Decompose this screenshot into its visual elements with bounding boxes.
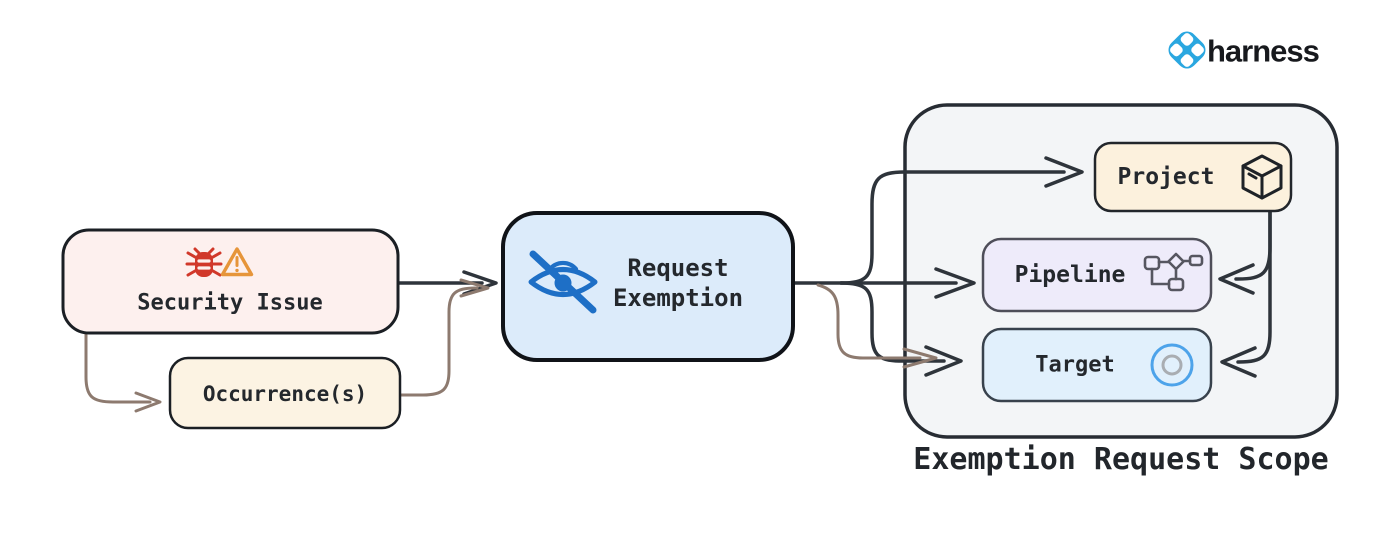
pipeline-icon [1143, 252, 1204, 292]
node-project [1093, 141, 1293, 213]
project-box [1093, 141, 1293, 213]
warning-icon [220, 247, 254, 277]
node-security-issue [61, 228, 400, 335]
pipeline-label: Pipeline [1015, 262, 1126, 288]
security-issue-box [61, 228, 400, 335]
target-box [981, 327, 1213, 403]
edge-occurrences-to-request [398, 286, 479, 397]
arrowhead-into-pipeline [934, 267, 976, 299]
security-issue-label: Security Issue [137, 291, 322, 316]
occurrences-label: Occurrence(s) [203, 382, 367, 406]
project-label: Project [1118, 164, 1215, 190]
request-exemption-box [501, 211, 795, 362]
primary-connectors [396, 156, 1272, 378]
harness-logo-text: harness [1207, 34, 1319, 69]
target-icon [1150, 343, 1194, 387]
edge-security-to-occurrences [84, 332, 152, 404]
harness-logo-icon [1168, 31, 1206, 69]
node-request-exemption [501, 211, 795, 362]
arrowhead-into-request [462, 270, 498, 296]
cube-icon [1241, 154, 1283, 200]
node-target [981, 327, 1213, 403]
target-label: Target [1035, 353, 1114, 378]
arrowhead-occurrence-into-target [902, 347, 938, 369]
arrowhead-project-to-pipeline [1218, 263, 1255, 295]
secondary-connectors [84, 278, 938, 413]
arrowhead-occurrences-into-request [459, 278, 490, 298]
scope-caption: Exemption Request Scope [913, 442, 1328, 477]
bug-icon [185, 247, 223, 277]
eye-off-icon [528, 250, 598, 314]
arrowhead-into-project [1044, 156, 1084, 188]
edge-project-to-target [1236, 209, 1272, 364]
node-occurrences [168, 356, 402, 430]
edge-request-to-target [839, 281, 946, 363]
arrowhead-project-to-target [1220, 346, 1257, 378]
arrowhead-into-target [924, 345, 963, 377]
occurrences-box [168, 356, 402, 430]
edge-request-to-project [839, 170, 1066, 285]
request-exemption-label-line2: Exemption [613, 284, 743, 312]
harness-logo: harness [1168, 31, 1320, 69]
request-exemption-label-line1: Request [627, 254, 728, 282]
arrowhead-into-occurrences [134, 391, 162, 413]
edge-occurrence-path-to-target [816, 283, 922, 360]
